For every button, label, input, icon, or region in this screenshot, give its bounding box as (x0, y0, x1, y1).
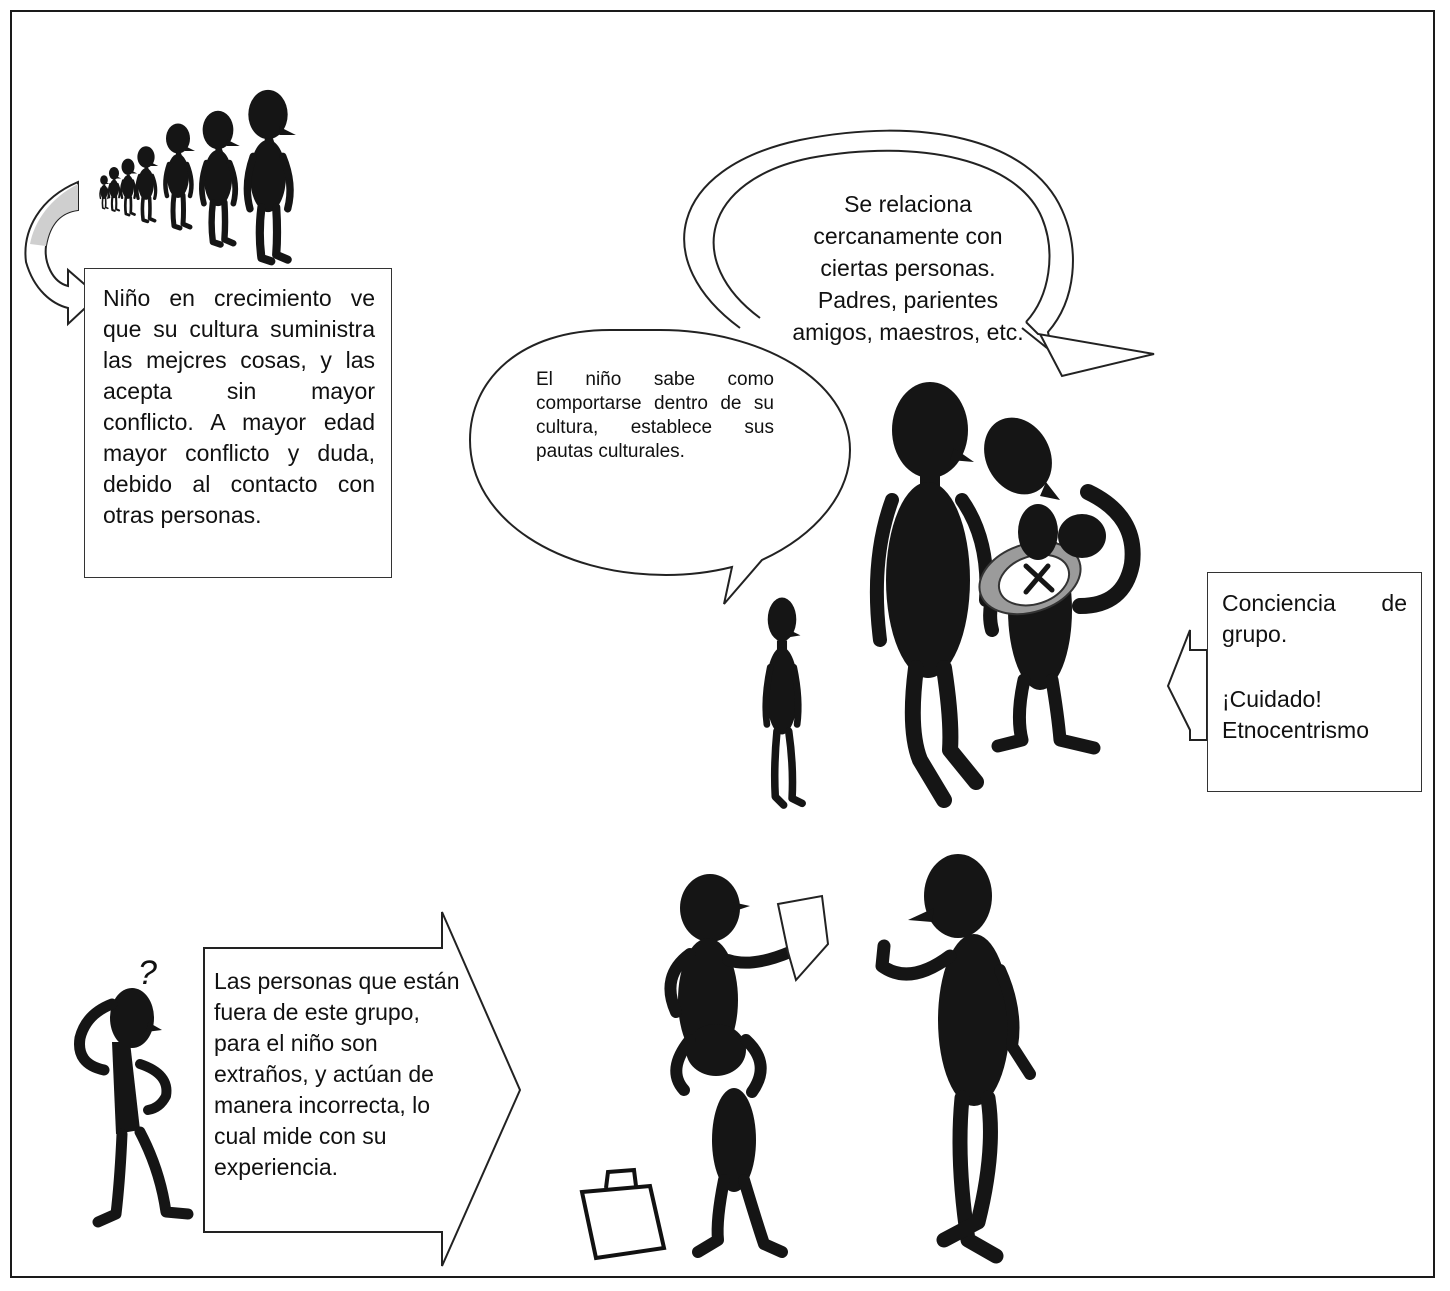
outsiders-description: Las personas que están fuera de este gru… (214, 968, 460, 1180)
diagram-frame (10, 10, 1435, 1278)
suitcase-icon (579, 1167, 667, 1261)
question-mark: ? (138, 954, 157, 992)
group-awareness-text: Conciencia de grupo. (1222, 590, 1407, 647)
relation-cycle-arrow (683, 129, 1155, 378)
confused-figure (74, 988, 194, 1228)
relation-line-4: Padres, parientes (817, 287, 999, 313)
ethnocentrism-warning-text: ¡Cuidado! Etnocentrismo (1222, 686, 1370, 743)
relation-line-2: cercanamente con (813, 223, 1003, 249)
outsiders-arrow (203, 911, 522, 1267)
relation-bubble-text: Se relaciona cercanamente con ciertas pe… (778, 188, 1038, 348)
group-box-spacer (1222, 650, 1407, 684)
relation-line-1: Se relaciona (844, 191, 972, 217)
curved-arrow-shade (30, 184, 78, 246)
group-awareness-box: Conciencia de grupo. ¡Cuidado! Etnocentr… (1207, 572, 1422, 792)
traveler-with-paper-figure (664, 874, 830, 1258)
relation-line-5: amigos, maestros, etc. (792, 319, 1024, 345)
relation-line-3: ciertas personas. (820, 255, 996, 281)
growth-text-box: Niño en crecimiento ve que su cultura su… (84, 268, 392, 578)
growth-text: Niño en crecimiento ve que su cultura su… (103, 285, 375, 528)
father-figure (869, 382, 994, 808)
mother-with-baby-figure (978, 417, 1141, 755)
child-figure (762, 597, 806, 809)
growing-child-figures (99, 90, 296, 261)
group-box-arrow (1166, 629, 1208, 741)
outsiders-text: Las personas que están fuera de este gru… (214, 966, 464, 1183)
behavior-speech-bubble (468, 329, 852, 605)
behavior-text: El niño sabe como comportarse dentro de … (536, 369, 774, 462)
behavior-bubble-text: El niño sabe como comportarse dentro de … (536, 368, 774, 464)
pointing-stranger-figure (875, 854, 1036, 1264)
